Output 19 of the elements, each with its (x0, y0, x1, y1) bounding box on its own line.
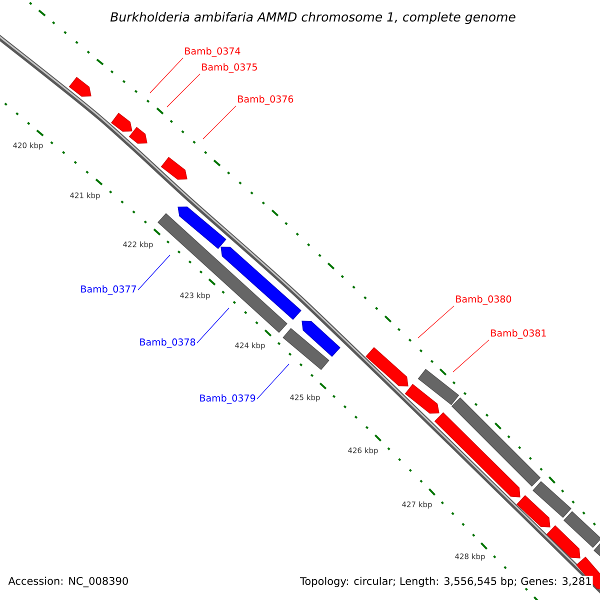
leader-line (150, 58, 184, 94)
gene-label: Bamb_0377 (81, 285, 136, 295)
gene-label: Bamb_0374 (185, 47, 240, 57)
title: Burkholderia ambifaria AMMD chromosome 1, complete genome (110, 12, 516, 24)
gene-label: Bamb_0378 (140, 338, 196, 348)
footer-text: Accession: NC_008390 (7, 576, 130, 588)
gene-label: Bamb_0376 (238, 95, 294, 105)
leader-line (196, 308, 230, 344)
leader-line (166, 74, 200, 108)
gene-label: Bamb_0380 (456, 295, 512, 305)
footer-text: Topology: circular; Length: 3,556,545 bp; Genes: 3,281 (299, 576, 593, 588)
leader-line (202, 106, 236, 140)
leader-line (418, 306, 454, 338)
gene-label: Bamb_0381 (491, 329, 546, 339)
gene-label: Bamb_0375 (202, 63, 257, 73)
leader-line (138, 254, 170, 290)
gene-label: Bamb_0379 (200, 394, 256, 404)
leader-line (452, 340, 490, 372)
leader-line (256, 364, 290, 400)
